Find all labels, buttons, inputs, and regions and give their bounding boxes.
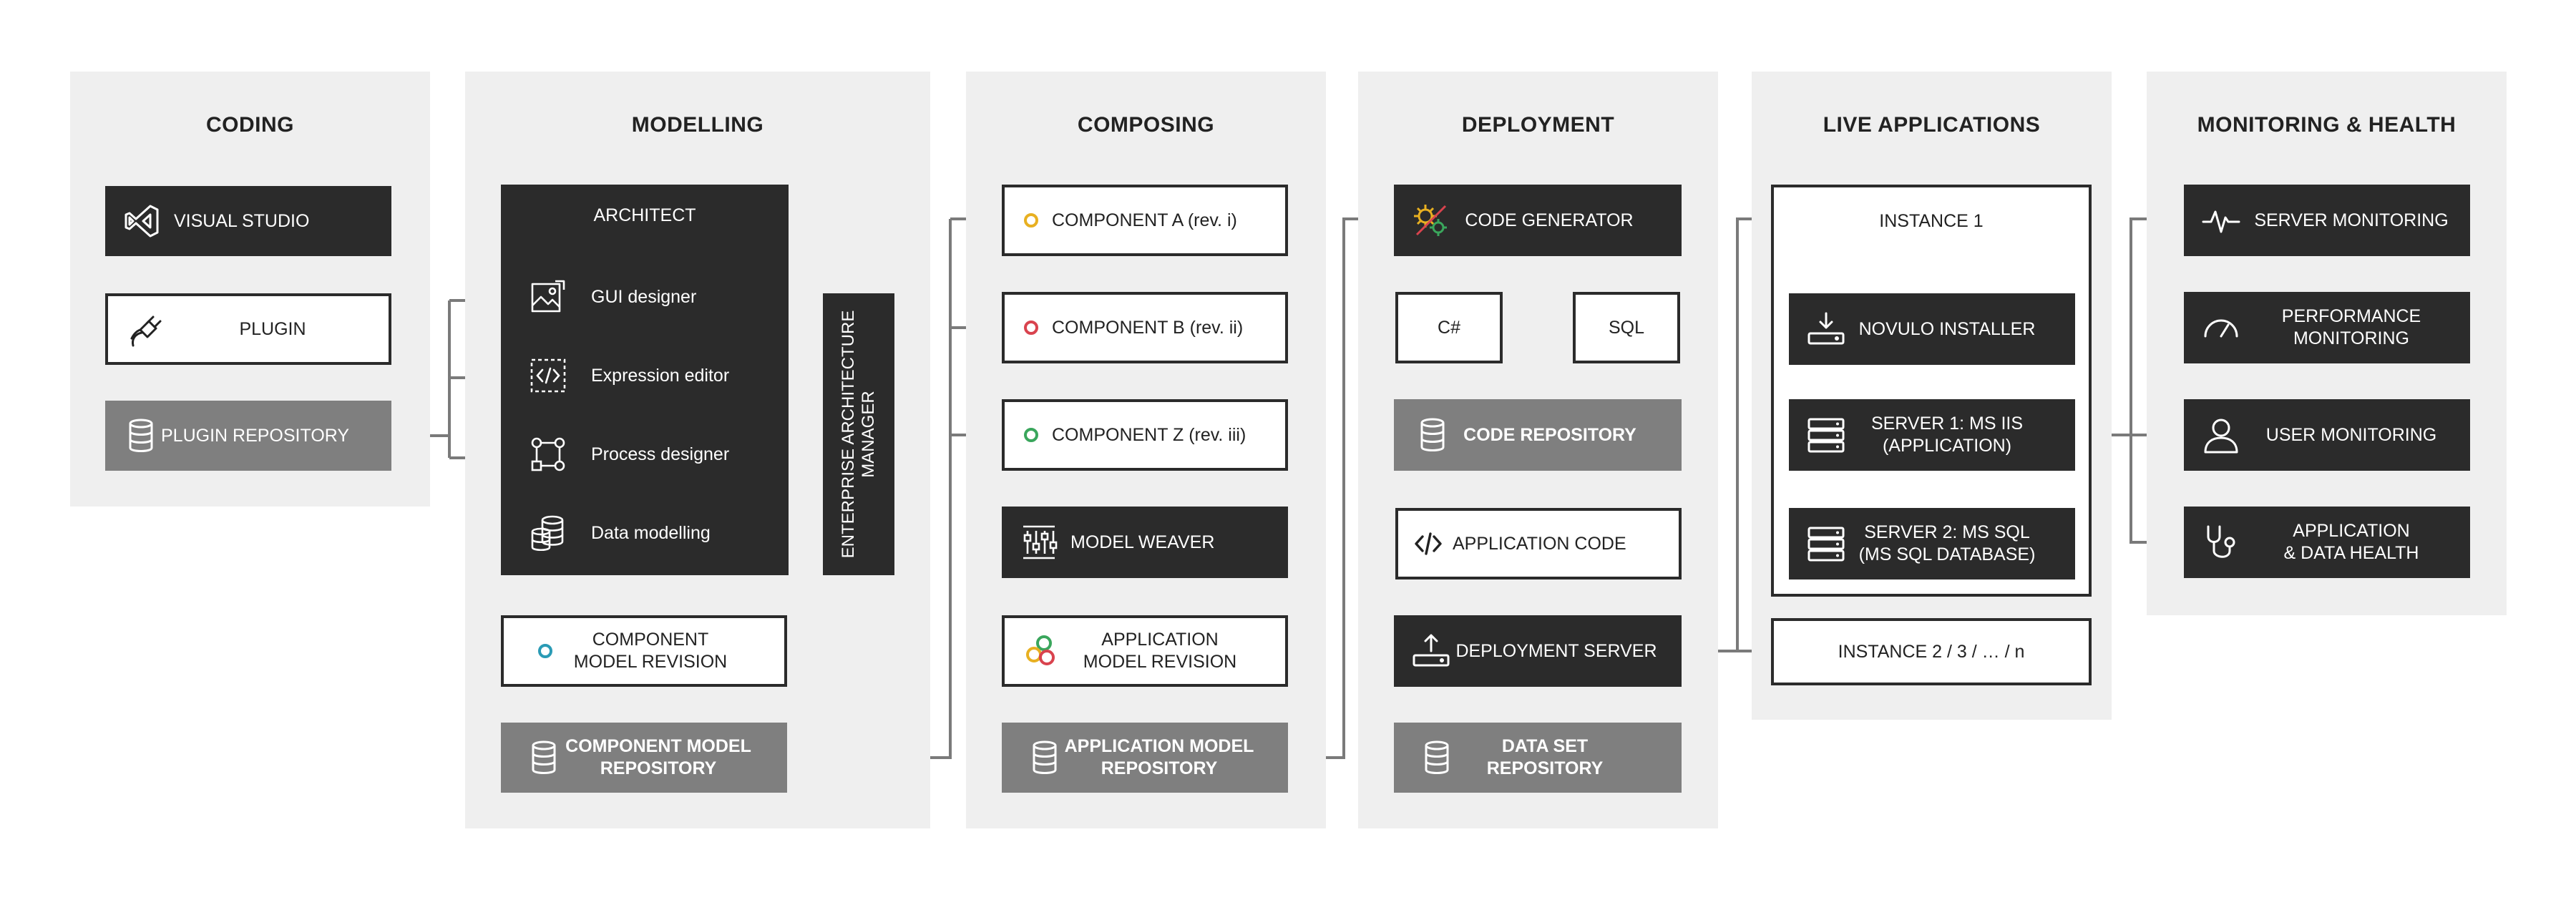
deployment-server-label: DEPLOYMENT SERVER — [1455, 640, 1657, 661]
component-model-repository-label: COMPONENT MODEL REPOSITORY — [565, 736, 751, 778]
data-set-repository-label: DATA SET REPOSITORY — [1486, 736, 1604, 778]
database-icon — [530, 740, 558, 776]
component-z-box[interactable]: COMPONENT Z (rev. iii) — [1002, 399, 1288, 471]
csharp-box[interactable]: C# — [1395, 292, 1503, 363]
database-icon — [127, 418, 155, 454]
database-icon — [1030, 740, 1059, 776]
upload-drive-icon — [1410, 631, 1453, 671]
model-weaver-box[interactable]: MODEL WEAVER — [1002, 507, 1288, 578]
plugin-repository-box[interactable]: PLUGIN REPOSITORY — [105, 401, 391, 471]
visual-studio-box[interactable]: VISUAL STUDIO — [105, 186, 391, 256]
column-title-composing: COMPOSING — [1077, 113, 1215, 137]
process-designer-item[interactable]: Process designer — [527, 433, 781, 476]
component-model-revision-label: COMPONENT MODEL REVISION — [573, 630, 728, 672]
server-1-label: SERVER 1: MS IIS (APPLICATION) — [1870, 414, 2024, 456]
architect-title: ARCHITECT — [593, 205, 696, 225]
instance-n-label: INSTANCE 2 / 3 / … / n — [1838, 641, 2025, 662]
component-b-box[interactable]: COMPONENT B (rev. ii) — [1002, 292, 1288, 363]
database-stack-icon — [527, 513, 570, 553]
column-title-coding: CODING — [206, 113, 294, 137]
revision-dot-icon — [531, 644, 560, 658]
revision-dot-icon — [1020, 213, 1042, 228]
application-model-repository-box[interactable]: APPLICATION MODEL REPOSITORY — [1002, 723, 1288, 793]
application-model-revision-box[interactable]: APPLICATION MODEL REVISION — [1002, 615, 1288, 687]
server-monitoring-box[interactable]: SERVER MONITORING — [2184, 185, 2470, 256]
instance-n-box[interactable]: INSTANCE 2 / 3 / … / n — [1771, 618, 2092, 685]
expression-editor-label: Expression editor — [591, 365, 730, 386]
gears-icon — [1410, 200, 1453, 240]
data-set-repository-box[interactable]: DATA SET REPOSITORY — [1394, 723, 1682, 793]
model-weaver-label: MODEL WEAVER — [1070, 532, 1215, 552]
application-model-repository-label: APPLICATION MODEL REPOSITORY — [1064, 736, 1254, 778]
column-title-deployment: DEPLOYMENT — [1461, 113, 1615, 137]
deployment-server-box[interactable]: DEPLOYMENT SERVER — [1394, 615, 1682, 687]
process-designer-label: Process designer — [591, 444, 730, 464]
code-repository-box[interactable]: CODE REPOSITORY — [1394, 399, 1682, 471]
sql-box[interactable]: SQL — [1573, 292, 1680, 363]
user-icon — [2200, 415, 2243, 455]
application-data-health-label: APPLICATION & DATA HEALTH — [2283, 521, 2419, 563]
plugin-box[interactable]: PLUGIN — [105, 293, 391, 365]
server-2-box[interactable]: SERVER 2: MS SQL (MS SQL DATABASE) — [1789, 508, 2075, 579]
application-code-box[interactable]: APPLICATION CODE — [1395, 508, 1682, 579]
sql-label: SQL — [1608, 317, 1645, 338]
sliders-icon — [1018, 522, 1060, 562]
application-data-health-box[interactable]: APPLICATION & DATA HEALTH — [2184, 507, 2470, 578]
user-monitoring-box[interactable]: USER MONITORING — [2184, 399, 2470, 471]
server-rack-icon — [1805, 415, 1848, 455]
flow-nodes-icon — [527, 434, 570, 474]
column-title-monitoring-health: MONITORING & HEALTH — [2197, 113, 2457, 137]
component-a-label: COMPONENT A (rev. i) — [1052, 210, 1237, 230]
enterprise-architecture-manager-box[interactable]: ENTERPRISE ARCHITECTURE MANAGER — [823, 293, 894, 575]
server-rack-icon — [1805, 524, 1848, 564]
performance-monitoring-label: PERFORMANCE MONITORING — [2281, 306, 2421, 348]
image-frame-icon — [527, 277, 570, 317]
data-modelling-label: Data modelling — [591, 522, 711, 543]
component-b-label: COMPONENT B (rev. ii) — [1052, 317, 1244, 338]
revision-dot-icon — [1020, 321, 1042, 335]
visual-studio-label: VISUAL STUDIO — [174, 210, 310, 231]
database-icon — [1418, 417, 1447, 453]
plug-icon — [124, 310, 167, 348]
code-icon — [1414, 529, 1443, 558]
plugin-repository-label: PLUGIN REPOSITORY — [161, 425, 350, 446]
revision-dot-icon — [1020, 428, 1042, 442]
instance-1-title: INSTANCE 1 — [1879, 211, 1984, 231]
pulse-icon — [2200, 200, 2243, 240]
plugin-label: PLUGIN — [239, 318, 306, 339]
code-generator-label: CODE GENERATOR — [1465, 210, 1634, 230]
novulo-installer-label: NOVULO INSTALLER — [1858, 318, 2036, 339]
download-drive-icon — [1805, 309, 1848, 349]
component-model-revision-box[interactable]: COMPONENT MODEL REVISION — [501, 615, 787, 687]
code-brackets-icon — [527, 356, 570, 396]
database-icon — [1423, 740, 1451, 776]
column-title-live-applications: LIVE APPLICATIONS — [1823, 113, 2041, 137]
gui-designer-label: GUI designer — [591, 286, 697, 307]
component-model-repository-box[interactable]: COMPONENT MODEL REPOSITORY — [501, 723, 787, 793]
csharp-label: C# — [1438, 317, 1460, 338]
code-repository-label: CODE REPOSITORY — [1463, 424, 1636, 445]
enterprise-architecture-manager-label: ENTERPRISE ARCHITECTURE MANAGER — [839, 310, 878, 559]
application-code-label: APPLICATION CODE — [1453, 533, 1626, 554]
visual-studio-icon — [121, 202, 164, 240]
gauge-icon — [2200, 308, 2243, 348]
code-generator-box[interactable]: CODE GENERATOR — [1394, 185, 1682, 256]
novulo-installer-box[interactable]: NOVULO INSTALLER — [1789, 293, 2075, 365]
data-modelling-item[interactable]: Data modelling — [527, 512, 781, 554]
stethoscope-icon — [2200, 522, 2243, 562]
application-model-revision-label: APPLICATION MODEL REVISION — [1083, 630, 1237, 672]
server-2-label: SERVER 2: MS SQL (MS SQL DATABASE) — [1858, 522, 2036, 564]
gui-designer-item[interactable]: GUI designer — [527, 275, 781, 318]
architect-box[interactable]: ARCHITECT GUI designer Expression editor… — [501, 185, 789, 575]
revision-dots-icon — [1020, 633, 1063, 669]
server-1-box[interactable]: SERVER 1: MS IIS (APPLICATION) — [1789, 399, 2075, 471]
performance-monitoring-box[interactable]: PERFORMANCE MONITORING — [2184, 292, 2470, 363]
user-monitoring-label: USER MONITORING — [2265, 424, 2437, 445]
server-monitoring-label: SERVER MONITORING — [2254, 210, 2449, 230]
component-z-label: COMPONENT Z (rev. iii) — [1052, 424, 1246, 445]
component-a-box[interactable]: COMPONENT A (rev. i) — [1002, 185, 1288, 256]
column-title-modelling: MODELLING — [631, 113, 764, 137]
expression-editor-item[interactable]: Expression editor — [527, 354, 781, 397]
